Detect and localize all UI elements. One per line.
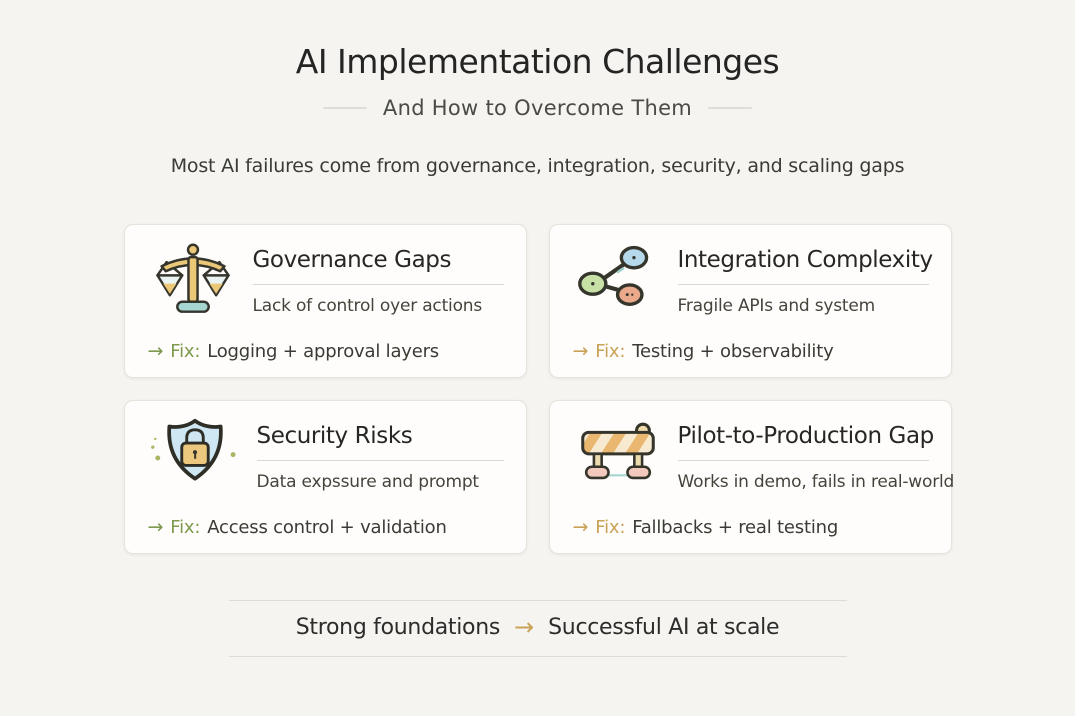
card-description: Fragile APIs and system (677, 296, 876, 316)
card-header: Governance Gaps Lack of control oyer act… (147, 239, 504, 316)
fix-text: Access control + validation (207, 517, 447, 538)
card-header: Integration Complexity Fragile APIs and … (572, 239, 933, 316)
footer-arrow-icon: → (514, 613, 535, 641)
page-title: AI Implementation Challenges (295, 42, 780, 81)
fix-arrow-icon: → (572, 340, 589, 362)
network-nodes-icon (572, 239, 664, 315)
card-title-column: Security Risks Data expssure and prompt (256, 415, 504, 492)
footer-left-text: Strong foundations (295, 614, 501, 640)
intro-text: Most AI failures come from governance, i… (170, 155, 905, 177)
card-title-column: Integration Complexity Fragile APIs and … (677, 239, 933, 316)
fix-label: Fix: (595, 517, 626, 538)
card-security-risks: Security Risks Data expssure and prompt … (123, 400, 527, 554)
card-title: Governance Gaps (252, 239, 504, 285)
fix-line: → Fix: Access control + validation (148, 516, 447, 538)
fix-arrow-icon: → (147, 516, 164, 538)
subtitle-right-rule (708, 107, 753, 109)
barrier-icon (572, 415, 664, 491)
fix-arrow-icon: → (147, 340, 164, 362)
card-header: Security Risks Data expssure and prompt (147, 415, 504, 492)
footer-summary: Strong foundations → Successful AI at sc… (228, 600, 847, 657)
subtitle-left-rule (322, 107, 367, 109)
fix-line: → Fix: Logging + approval layers (147, 340, 440, 362)
subtitle-text: And How to Overcome Them (382, 96, 693, 120)
card-title: Pilot-to-Production Gap (677, 415, 934, 461)
challenge-card-grid: Governance Gaps Lack of control oyer act… (123, 224, 955, 554)
balance-scales-icon (147, 239, 239, 315)
card-description: Lack of control oyer actions (252, 296, 483, 316)
card-title-column: Governance Gaps Lack of control oyer act… (252, 239, 504, 316)
fix-label: Fix: (595, 341, 626, 362)
card-description: Data expssure and prompt (256, 472, 480, 492)
card-title: Security Risks (256, 415, 504, 461)
card-integration-complexity: Integration Complexity Fragile APIs and … (548, 224, 952, 378)
card-description: Works in demo, fails in real-world (677, 472, 955, 492)
card-title: Integration Complexity (677, 239, 933, 285)
fix-text: Testing + observability (632, 341, 834, 362)
shield-lock-icon (147, 415, 243, 491)
card-pilot-to-production-gap: Pilot-to-Production Gap Works in demo, f… (548, 400, 955, 554)
fix-label: Fix: (170, 341, 201, 362)
infographic-page: AI Implementation Challenges And How to … (0, 42, 1075, 657)
fix-label: Fix: (170, 517, 201, 538)
fix-line: → Fix: Fallbacks + real testing (573, 516, 839, 538)
subtitle: And How to Overcome Them (0, 96, 1075, 120)
card-title-column: Pilot-to-Production Gap Works in demo, f… (677, 415, 955, 492)
fix-text: Logging + approval layers (207, 341, 439, 362)
card-governance-gaps: Governance Gaps Lack of control oyer act… (123, 224, 527, 378)
footer-right-text: Successful AI at scale (548, 614, 780, 640)
card-header: Pilot-to-Production Gap Works in demo, f… (572, 415, 955, 492)
fix-line: → Fix: Testing + observability (573, 340, 834, 362)
fix-text: Fallbacks + real testing (632, 517, 839, 538)
fix-arrow-icon: → (572, 516, 589, 538)
